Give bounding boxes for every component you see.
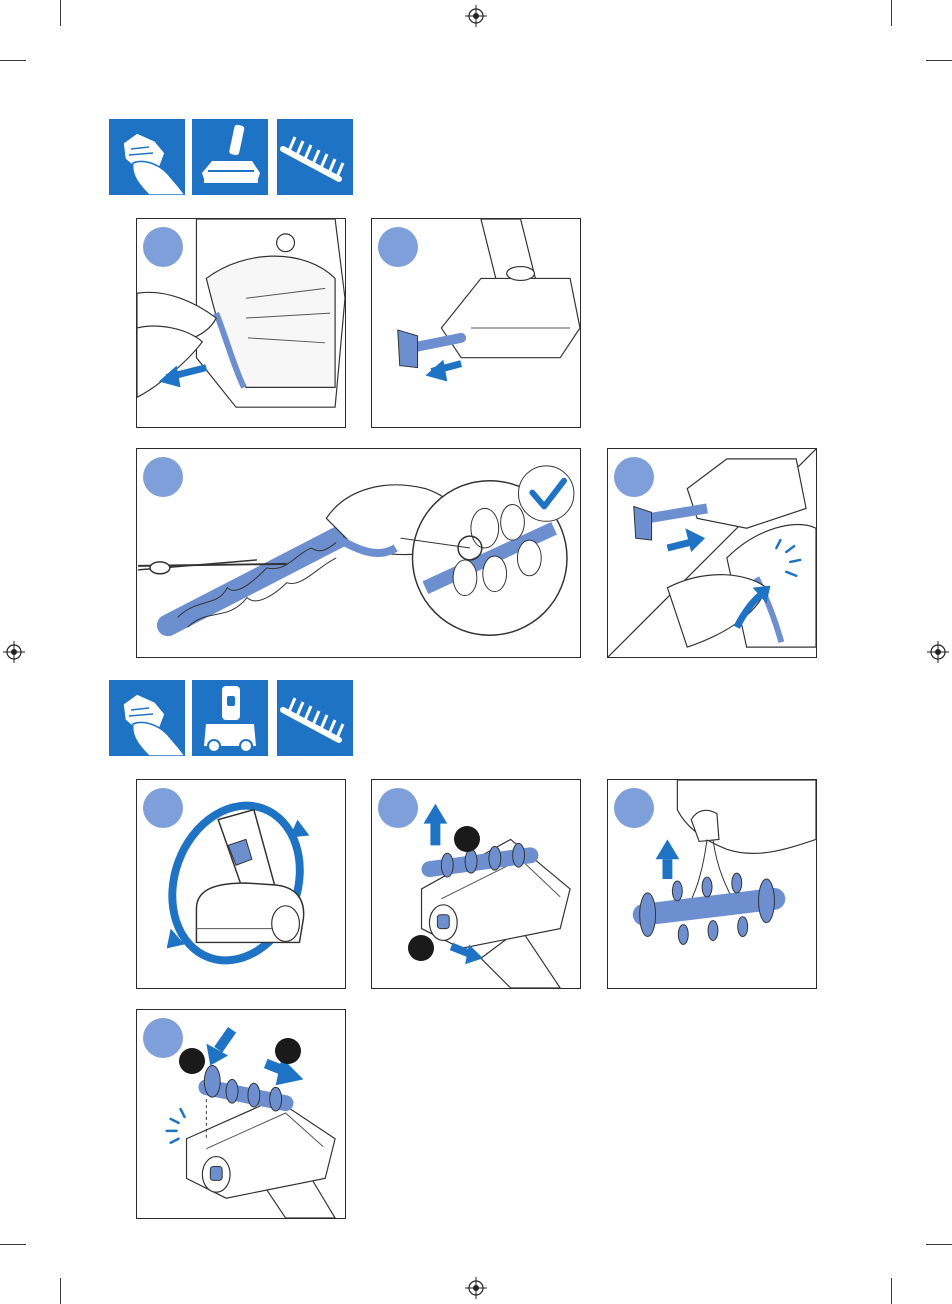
step-indicator bbox=[614, 788, 654, 828]
crop-mark bbox=[0, 60, 26, 61]
crop-mark bbox=[926, 60, 952, 61]
panel-cut-hair-scissors bbox=[136, 448, 581, 658]
registration-mark-icon bbox=[465, 5, 487, 27]
wipe-cloth-icon bbox=[109, 119, 185, 195]
step-indicator bbox=[143, 788, 183, 828]
brush-roll-icon bbox=[277, 680, 353, 756]
crop-mark bbox=[891, 0, 892, 26]
panel-remove-side-cover bbox=[136, 218, 346, 428]
panel-reinsert-turbo-brush bbox=[136, 1009, 346, 1219]
step-indicator bbox=[143, 1018, 183, 1058]
panel-reinsert-brush-click bbox=[607, 448, 817, 658]
step-marker-a bbox=[179, 1048, 205, 1074]
step-marker-a bbox=[454, 826, 480, 852]
step-indicator bbox=[614, 457, 654, 497]
registration-mark-icon bbox=[465, 1277, 487, 1299]
panel-open-and-lift-brush bbox=[371, 779, 581, 989]
crop-mark bbox=[60, 1278, 61, 1304]
crop-mark bbox=[891, 1278, 892, 1304]
crop-mark bbox=[0, 1244, 26, 1245]
crop-mark bbox=[60, 0, 61, 26]
step-indicator bbox=[378, 227, 418, 267]
crop-mark bbox=[926, 1244, 952, 1245]
floor-nozzle-icon bbox=[192, 119, 268, 195]
registration-mark-icon bbox=[927, 641, 949, 663]
registration-mark-icon bbox=[3, 641, 25, 663]
wipe-cloth-icon bbox=[109, 680, 185, 756]
step-indicator bbox=[143, 227, 183, 267]
brush-roll-icon bbox=[277, 119, 353, 195]
mini-turbo-brush-icon bbox=[192, 680, 268, 756]
step-marker-b bbox=[275, 1038, 301, 1064]
step-indicator bbox=[143, 457, 183, 497]
panel-rotate-turbo-brush bbox=[136, 779, 346, 989]
step-indicator bbox=[378, 788, 418, 828]
step-marker-b bbox=[408, 935, 434, 961]
panel-pull-hair-off-brush bbox=[607, 779, 817, 989]
panel-slide-out-brush bbox=[371, 218, 581, 428]
